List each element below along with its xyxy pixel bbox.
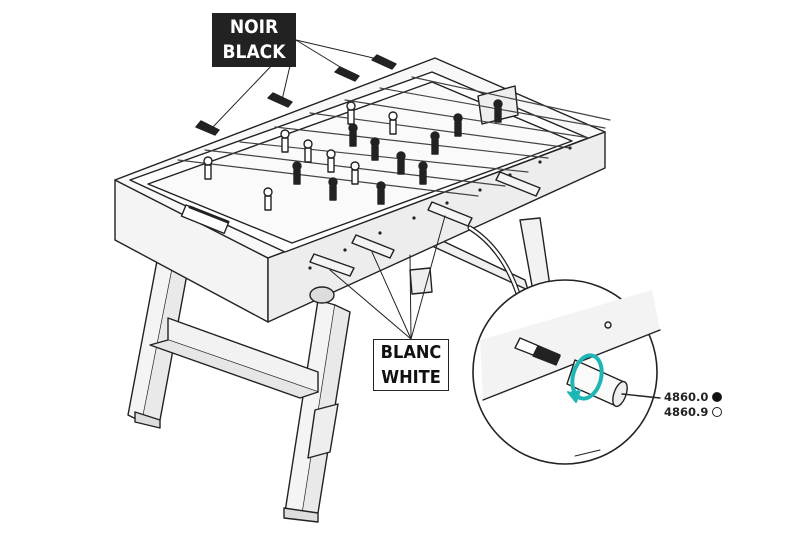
black-players — [292, 99, 503, 205]
reference-code-text: 4860.9 — [664, 405, 709, 419]
reference-code-black: 4860.0 — [664, 390, 723, 404]
reference-code-white: 4860.9 — [664, 405, 723, 419]
table-body — [114, 57, 606, 323]
white-handles — [309, 171, 541, 277]
black-label-box: NOIR BLACK — [212, 13, 296, 67]
black-handles — [195, 54, 397, 136]
black-label-fr: NOIR — [229, 16, 279, 38]
white-swatch-icon — [712, 407, 723, 417]
white-players — [203, 101, 398, 211]
black-label-en: BLACK — [222, 41, 286, 63]
reference-code-text: 4860.0 — [664, 390, 709, 404]
white-label-en: WHITE — [381, 367, 441, 388]
rotation-arrow-icon — [567, 353, 604, 403]
table-legs — [127, 217, 553, 523]
white-label-box: BLANC WHITE — [373, 339, 449, 391]
detail-magnifier — [472, 279, 661, 465]
white-label-fr: BLANC — [380, 342, 442, 363]
black-swatch-icon — [712, 392, 723, 402]
